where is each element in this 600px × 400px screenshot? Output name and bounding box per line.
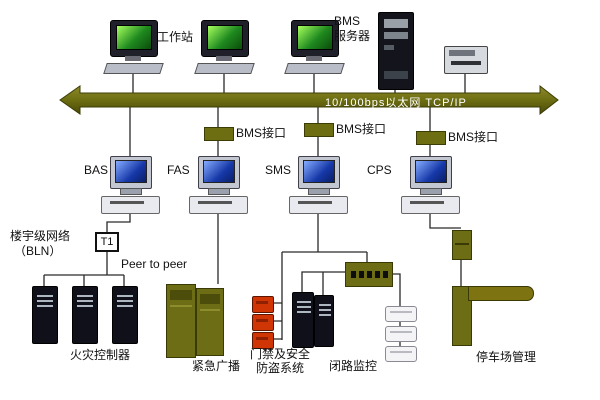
parking-barrier-arm: [468, 286, 534, 301]
parking-barrier-post: [452, 286, 472, 346]
fire-controller-cabinet-1: [32, 286, 58, 344]
bas-node: [101, 156, 160, 214]
printer-node: [444, 46, 488, 74]
monitor-icon: [291, 20, 339, 57]
bms-interface-box-3: [416, 131, 446, 145]
screen: [297, 25, 333, 50]
keyboard-icon: [284, 63, 345, 74]
device-box-3: [385, 346, 417, 362]
emergency-broadcast-cabinet-1: [166, 284, 196, 358]
ethernet-backbone-arrow: [59, 84, 559, 116]
workstation-node-2: [194, 20, 255, 74]
screen: [115, 160, 147, 183]
label-emergency-broadcast: 紧急广播: [192, 359, 241, 373]
monitor-icon: [110, 20, 158, 57]
label-peer-to-peer: Peer to peer: [121, 257, 188, 271]
workstation-node-3: [284, 20, 345, 74]
printer-icon: [101, 196, 160, 214]
fas-node: [189, 156, 248, 214]
label-fas: FAS: [167, 163, 190, 177]
printer-icon: [289, 196, 348, 214]
monitor-icon: [198, 156, 240, 189]
emergency-broadcast-cabinet-2: [196, 288, 224, 356]
label-cctv: 闭路监控: [329, 359, 378, 373]
screen: [207, 25, 243, 50]
cctv-cabinet-2: [314, 295, 334, 347]
keyboard-icon: [103, 63, 164, 74]
fire-controller-cabinet-2: [72, 286, 98, 344]
bms-interface-box-1: [204, 127, 234, 141]
printer-icon: [189, 196, 248, 214]
screen: [415, 160, 447, 183]
label-bas: BAS: [84, 163, 109, 177]
label-bms-server-1: BMS: [334, 14, 361, 28]
label-fire-controller: 火灾控制器: [70, 348, 131, 362]
keyboard-icon: [194, 63, 255, 74]
label-bms-interface-1: BMS接口: [236, 126, 287, 140]
label-access-1: 门禁及安全: [250, 347, 311, 361]
screen: [116, 25, 152, 50]
screen: [203, 160, 235, 183]
cps-node: [401, 156, 460, 214]
label-workstation: 工作站: [157, 30, 194, 44]
label-bms-server-2: 服务器: [334, 29, 371, 43]
device-box-1: [385, 306, 417, 322]
label-parking: 停车场管理: [476, 350, 537, 364]
label-bln-2: （BLN）: [14, 244, 62, 258]
monitor-icon: [298, 156, 340, 189]
label-bms-interface-3: BMS接口: [448, 130, 499, 144]
cctv-cabinet-1: [292, 292, 314, 348]
monitor-icon: [410, 156, 452, 189]
parking-reader-box: [452, 230, 472, 260]
sms-node: [289, 156, 348, 214]
t1-box: T1: [95, 232, 119, 252]
label-access-2: 防盗系统: [256, 361, 305, 375]
junction-box: [345, 262, 393, 287]
bms-server-node: [378, 12, 414, 90]
screen: [303, 160, 335, 183]
access-control-device-1: [252, 296, 274, 313]
printer-icon: [401, 196, 460, 214]
label-bms-interface-2: BMS接口: [336, 122, 387, 136]
monitor-icon: [110, 156, 152, 189]
bms-interface-box-2: [304, 123, 334, 137]
workstation-node-1: [103, 20, 164, 74]
access-control-device-2: [252, 314, 274, 331]
access-control-device-3: [252, 332, 274, 349]
backbone-label: 10/100bps以太网 TCP/IP: [325, 97, 467, 109]
device-box-2: [385, 326, 417, 342]
label-bln-1: 楼宇级网络: [10, 229, 71, 243]
fire-controller-cabinet-3: [112, 286, 138, 344]
label-sms: SMS: [265, 163, 292, 177]
monitor-icon: [201, 20, 249, 57]
label-cps: CPS: [367, 163, 392, 177]
